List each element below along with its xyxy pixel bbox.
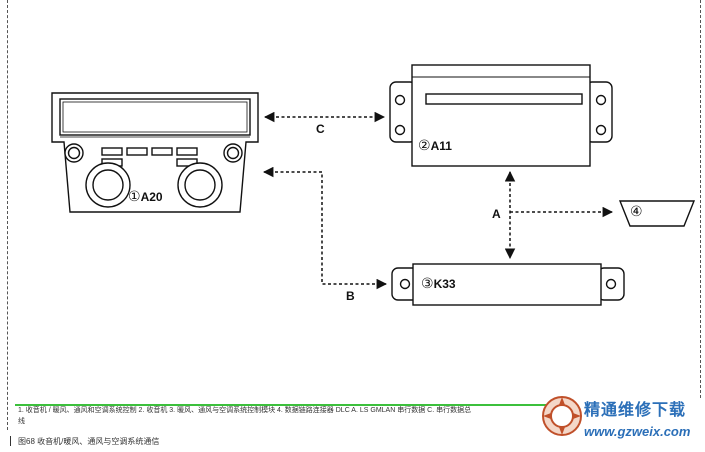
connection-b — [262, 166, 388, 290]
node-label-k33: ③K33 — [421, 276, 456, 292]
caption-legend-continued: 线 — [18, 418, 25, 425]
watermark-text: 精通维修下载 — [584, 402, 687, 419]
node-number-a11: ② — [418, 138, 431, 154]
node-label-a20: ①A20 — [128, 189, 163, 205]
node-text-k33: K33 — [433, 277, 456, 291]
watermark-url: www.gzweix.com — [584, 424, 691, 439]
connection-label-c: C — [316, 122, 325, 136]
module-k33 — [391, 263, 625, 306]
module-a20 — [51, 92, 259, 213]
page-border-right — [700, 0, 701, 398]
node-number-k33: ③ — [421, 276, 434, 292]
module-dlc — [618, 200, 696, 227]
page-border-left — [7, 0, 8, 430]
figure-title: 图68 收音机/暖风、通风与空调系统通信 — [18, 437, 160, 446]
watermark: 精通维修下载 www.gzweix.com — [540, 392, 700, 448]
node-label-dlc: ④ — [630, 204, 643, 220]
watermark-logo-icon — [542, 396, 582, 436]
node-number-dlc: ④ — [630, 204, 643, 220]
node-number-a20: ① — [128, 189, 141, 205]
caption-divider — [15, 404, 555, 406]
connection-a — [504, 170, 614, 260]
connection-label-a: A — [492, 207, 501, 221]
node-text-a11: A11 — [430, 139, 452, 153]
node-label-a11: ②A11 — [418, 138, 452, 154]
connection-label-b: B — [346, 289, 355, 303]
node-text-a20: A20 — [140, 190, 163, 204]
figure-marker — [10, 436, 11, 446]
caption-legend: 1. 收音机 / 暖风、通风和空调系统控制 2. 收音机 3. 暖风、通风与空调… — [18, 407, 472, 414]
communication-diagram — [51, 64, 696, 306]
module-a11 — [389, 64, 613, 167]
